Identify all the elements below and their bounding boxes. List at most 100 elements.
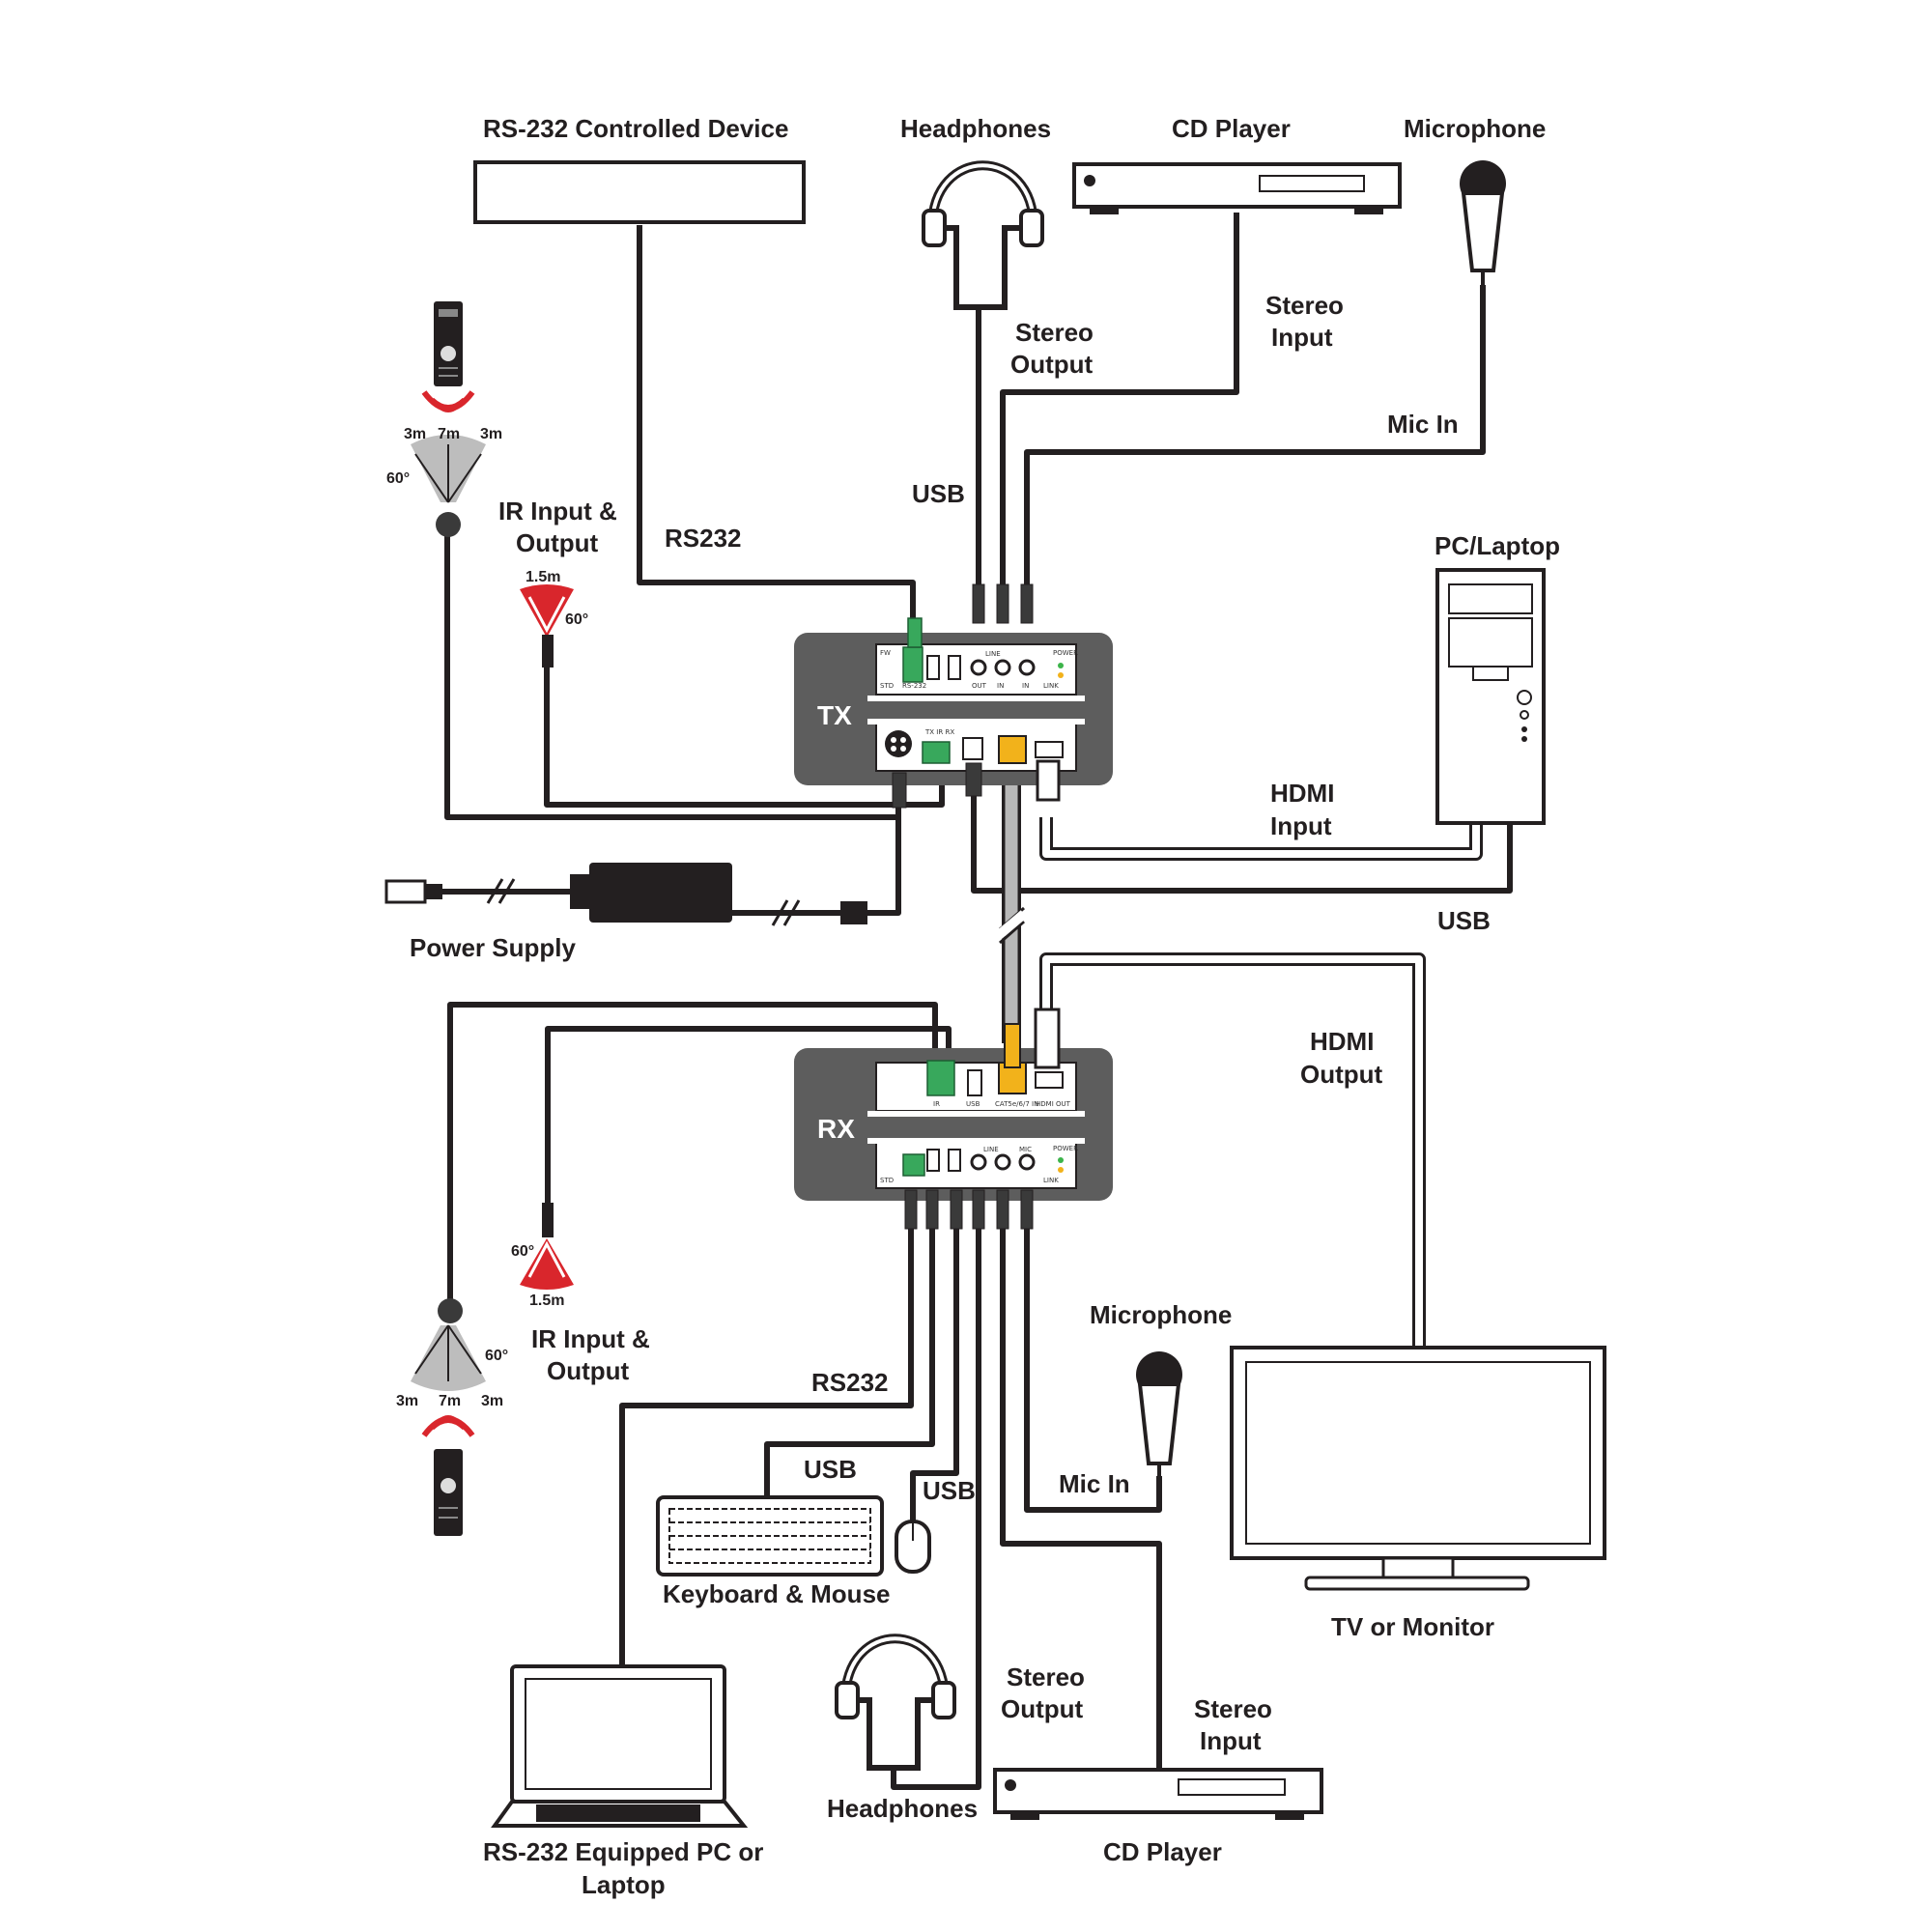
label-ir-bottom-2: Output [547, 1356, 630, 1385]
label-hdmi-input-2: Input [1270, 811, 1332, 840]
label-usb-mouse: USB [923, 1476, 976, 1505]
tx-link-text: LINK [1043, 682, 1059, 690]
rx-mic-text: MIC [1019, 1146, 1032, 1153]
tx-fw-text: FW [880, 649, 891, 657]
headphones-cable-bottom [891, 1225, 981, 1790]
rx-hdmi-text: HDMI OUT [1036, 1100, 1071, 1108]
label-usb-keyboard: USB [804, 1455, 857, 1484]
eye-distance-top: 1.5m [526, 569, 560, 585]
rx-usb-text: USB [966, 1100, 980, 1108]
usb-cable-pc [971, 792, 1513, 894]
ir-cable-bottom-2 [545, 1026, 952, 1203]
power-supply [384, 863, 867, 926]
rx-line-text: LINE [983, 1146, 999, 1153]
stereo-input-cable-bottom [1000, 1225, 1162, 1774]
ir-cable-top-2 [544, 667, 945, 808]
microphone-top [1460, 160, 1506, 288]
label-stereo-input-top-2: Input [1271, 323, 1333, 352]
tx-ir-text: TX IR RX [924, 728, 954, 736]
tx-out-text: OUT [972, 682, 987, 690]
label-ir-top-2: Output [516, 528, 599, 557]
ir-remote-bottom: 60° 3m 7m 3m [396, 1298, 508, 1536]
rx-ir-text: IR [933, 1100, 940, 1108]
angle-bottom: 60° [485, 1348, 508, 1364]
headphones-bottom [835, 1634, 956, 1771]
label-stereo-input-top-1: Stereo [1265, 291, 1344, 320]
tx-rs232-text: RS-232 [902, 682, 926, 690]
label-stereo-output-bottom-1: Stereo [1007, 1662, 1085, 1691]
label-hdmi-input-1: HDMI [1270, 779, 1334, 808]
cat-break [995, 906, 1028, 945]
range-left-bottom: 3m [396, 1393, 418, 1409]
pc-tower [1435, 568, 1546, 825]
label-cd-player-top: CD Player [1172, 114, 1291, 143]
ir-emitter-top: 1.5m 60° [520, 569, 588, 668]
label-cd-player-bottom: CD Player [1103, 1837, 1222, 1866]
stereo-input-cable-top [1000, 213, 1239, 594]
label-keyboard-mouse: Keyboard & Mouse [663, 1579, 891, 1608]
label-microphone-bottom: Microphone [1090, 1300, 1232, 1329]
eye-angle-bottom: 60° [511, 1243, 534, 1260]
range-center-bottom: 7m [439, 1393, 461, 1409]
label-stereo-input-bottom-1: Stereo [1194, 1694, 1272, 1723]
label-rs232-device: RS-232 Controlled Device [483, 114, 788, 143]
label-stereo-output-top-1: Stereo [1015, 318, 1094, 347]
mic-cable-top [1024, 285, 1486, 594]
label-ir-top-1: IR Input & [498, 497, 617, 526]
label-mic-in-bottom: Mic In [1059, 1469, 1130, 1498]
tx-in-text: IN [997, 682, 1004, 690]
label-usb-top: USB [912, 479, 965, 508]
label-rs232-pc-2: Laptop [582, 1870, 666, 1899]
eye-distance-bottom: 1.5m [529, 1293, 564, 1309]
tx-in2-text: IN [1022, 682, 1029, 690]
label-headphones-bottom: Headphones [827, 1794, 978, 1823]
rs232-cable-top [637, 225, 916, 623]
range-center-top: 7m [438, 426, 460, 442]
laptop [491, 1664, 749, 1828]
keyboard [656, 1495, 884, 1577]
tx-std-text: STD [880, 682, 894, 690]
label-hdmi-output-2: Output [1300, 1060, 1383, 1089]
tv-monitor [1230, 1346, 1606, 1591]
labels: RS-232 Controlled Device Headphones CD P… [410, 114, 1560, 1899]
usb-keyboard-cable [764, 1225, 935, 1497]
tx-plugs [892, 583, 1061, 809]
usb-mouse-cable [910, 1225, 959, 1524]
hdmi-input-cable [1039, 817, 1483, 861]
rx-unit: RX IR USB CAT5e/6/7 IN HDMI OUT LINE MIC… [794, 1048, 1113, 1201]
tx-line-text: LINE [985, 650, 1001, 658]
rx-plugs [904, 1008, 1061, 1230]
eye-angle-top: 60° [565, 611, 588, 628]
cd-player-top [1072, 162, 1402, 214]
label-mic-in-top: Mic In [1387, 410, 1459, 439]
label-usb-pc: USB [1437, 906, 1491, 935]
label-rs232-top: RS232 [665, 524, 742, 553]
angle-top: 60° [386, 470, 410, 487]
rs232-controlled-device [473, 160, 806, 224]
headphones-top [922, 160, 1044, 310]
label-tv-monitor: TV or Monitor [1331, 1612, 1494, 1641]
tx-label: TX [817, 700, 852, 730]
label-pc-laptop: PC/Laptop [1435, 531, 1560, 560]
label-ir-bottom-1: IR Input & [531, 1324, 650, 1353]
label-power-supply: Power Supply [410, 933, 576, 962]
rs232-cable-bottom [619, 1227, 914, 1669]
label-hdmi-output-1: HDMI [1310, 1027, 1374, 1056]
label-headphones-top: Headphones [900, 114, 1051, 143]
rx-power-text: POWER [1053, 1145, 1078, 1152]
range-right-bottom: 3m [481, 1393, 503, 1409]
rx-std-text: STD [880, 1177, 894, 1184]
range-right-top: 3m [480, 426, 502, 442]
label-stereo-output-bottom-2: Output [1001, 1694, 1084, 1723]
microphone-bottom [1136, 1351, 1182, 1478]
tx-power-text: POWER [1053, 649, 1078, 657]
ir-emitter-bottom: 60° 1.5m [511, 1203, 574, 1309]
label-rs232-pc-1: RS-232 Equipped PC or [483, 1837, 763, 1866]
label-microphone-top: Microphone [1404, 114, 1546, 143]
rx-cat-text: CAT5e/6/7 IN [995, 1100, 1038, 1108]
label-stereo-output-top-2: Output [1010, 350, 1094, 379]
ir-remote-top: 3m 7m 3m 60° [386, 301, 502, 537]
ir-cable-bottom-1 [447, 1002, 938, 1299]
tx-unit: TX FW STD RS-232 OUT [794, 633, 1113, 785]
